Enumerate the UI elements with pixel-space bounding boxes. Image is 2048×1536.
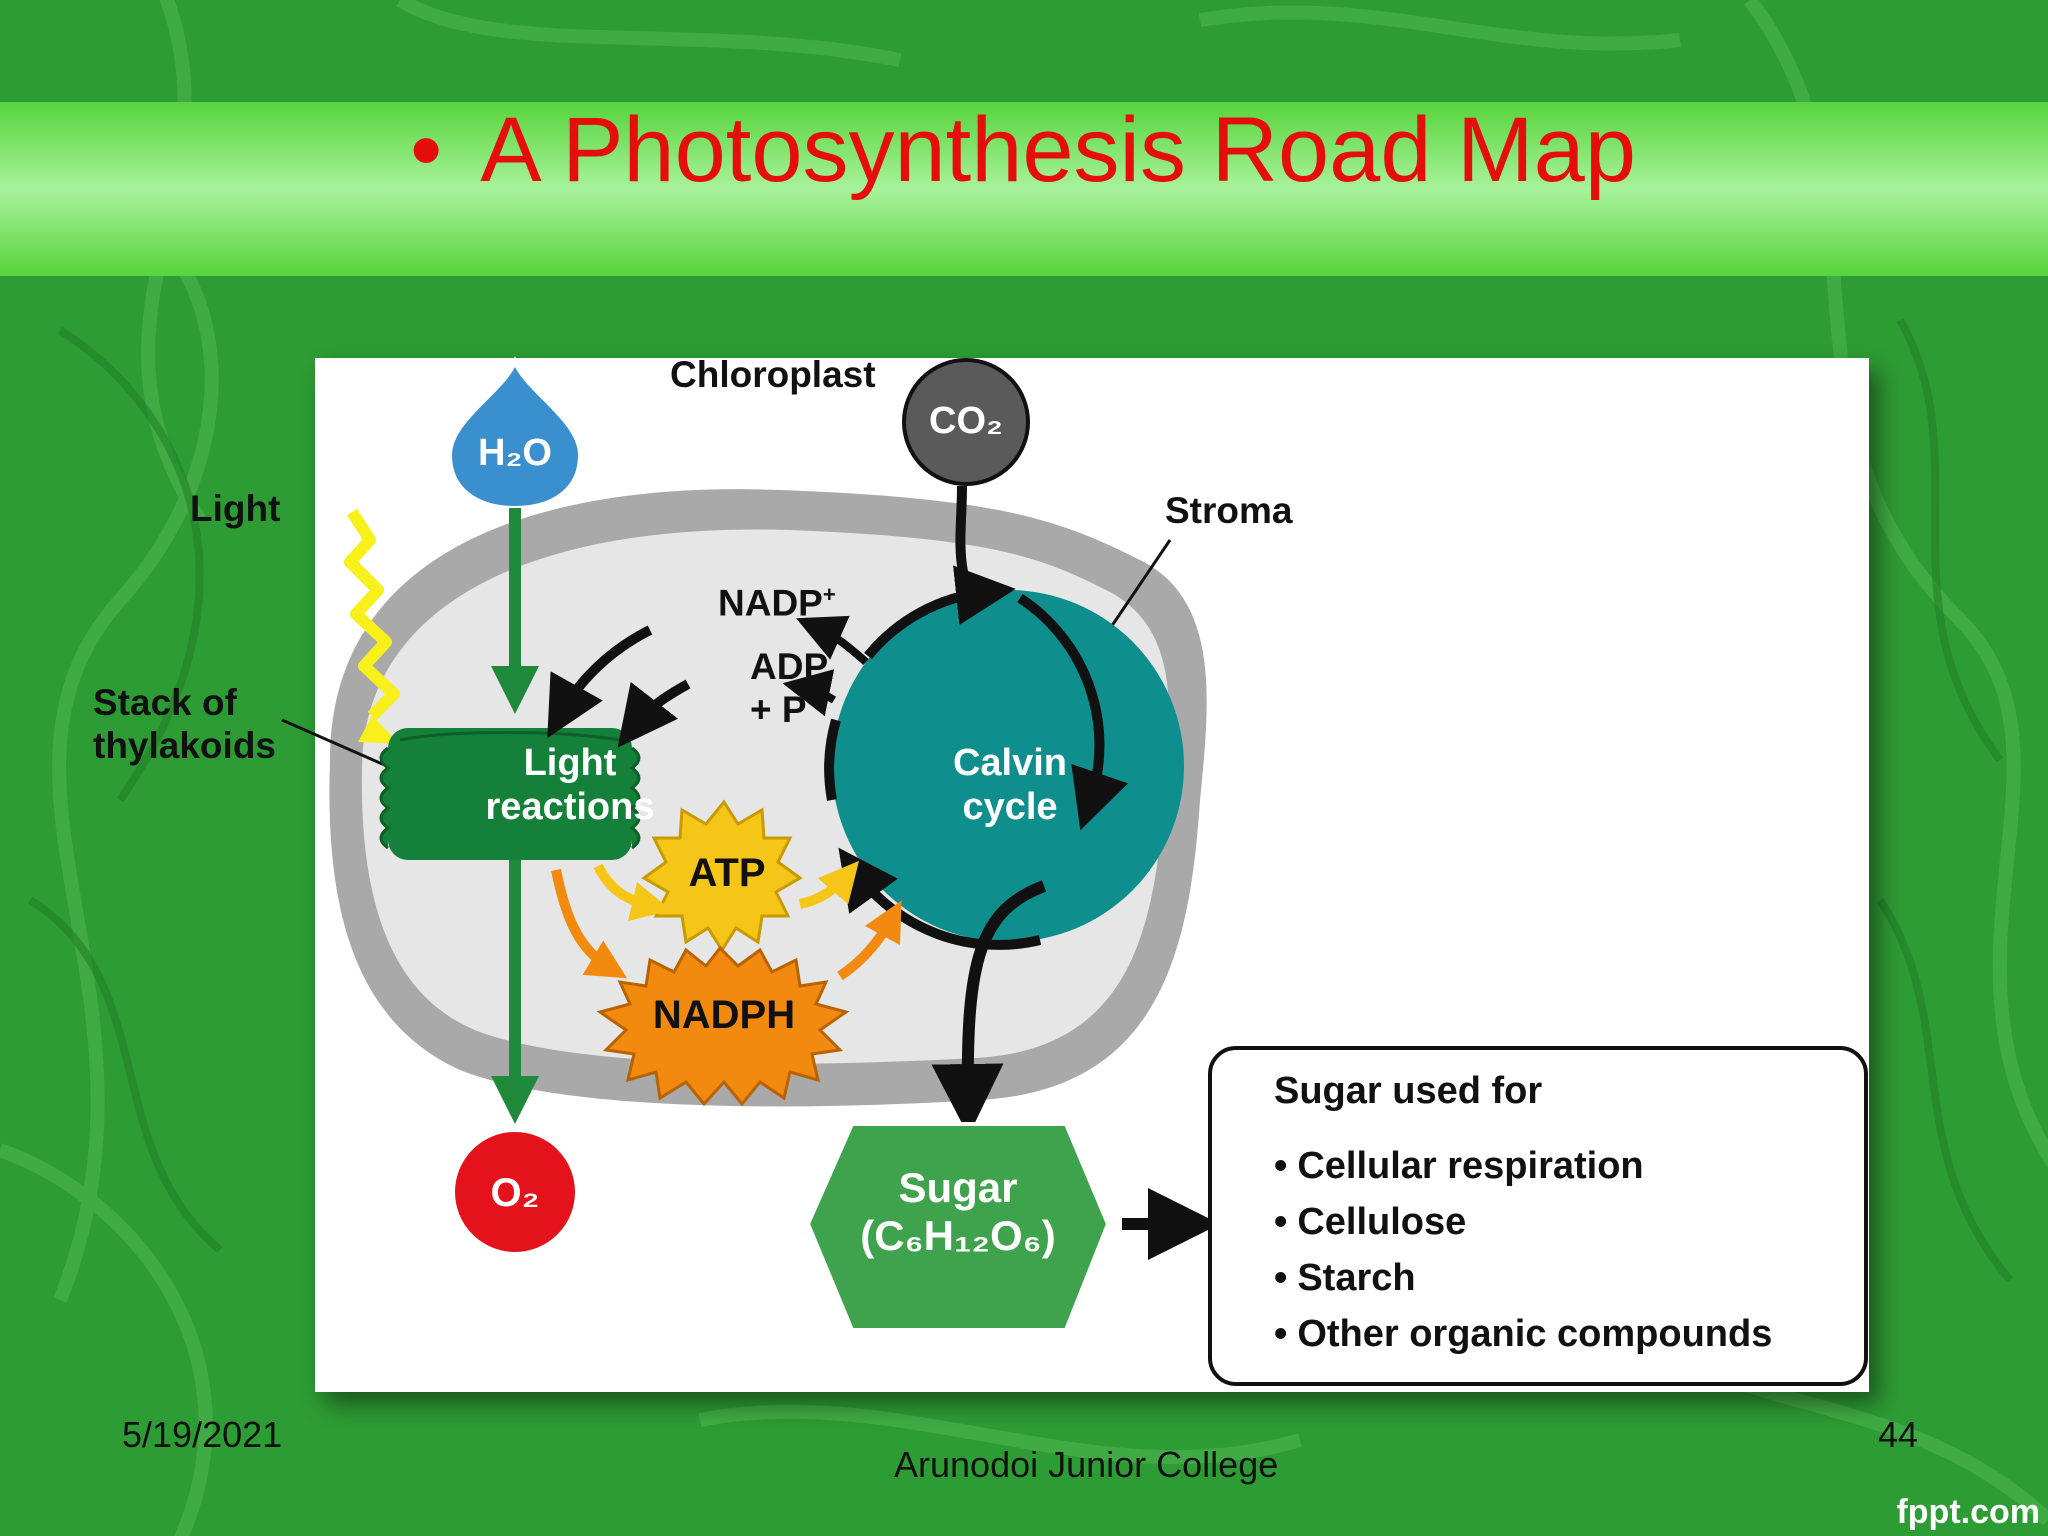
bullet-icon: • [1274, 1201, 1288, 1243]
co2-circle-icon [902, 358, 1030, 486]
stroma-label: Stroma [1165, 490, 1293, 531]
sugar-line2: (C₆H₁₂O₆) [860, 1212, 1056, 1260]
sugar-uses-list: •Cellular respiration •Cellulose •Starch… [1274, 1138, 1772, 1362]
nadph-starburst [596, 945, 850, 1107]
light-reactions-line1: Light [523, 742, 617, 784]
bullet-icon: • [1274, 1257, 1288, 1299]
sugar-hexagon [805, 1122, 1111, 1332]
slide-title: • A Photosynthesis Road Map [410, 99, 1637, 201]
light-label: Light [190, 488, 281, 529]
nadp-label: NADP+ [718, 582, 836, 625]
thylakoid-label: Stack of thylakoids [93, 682, 276, 767]
adp-label-line2: + P [750, 688, 807, 730]
chloroplast-label: Chloroplast [670, 354, 876, 395]
stroma-pointer [1103, 539, 1172, 637]
h2o-label: H₂O [478, 432, 552, 474]
title-bullet: • [410, 99, 443, 201]
title-text: A Photosynthesis Road Map [480, 99, 1637, 201]
slide-date: 5/19/2021 [122, 1414, 283, 1455]
title-band [0, 102, 2048, 276]
thylakoid-label-line2: thylakoids [93, 724, 276, 766]
use-item-text: Cellular respiration [1297, 1145, 1644, 1187]
light-reactions-label: Light reactions [470, 742, 670, 829]
slide-footer: Arunodoi Junior College [894, 1444, 1279, 1485]
thylakoid-stack-icon [379, 728, 641, 860]
adp-label-line1: ADP [750, 646, 829, 687]
list-item: •Starch [1274, 1250, 1772, 1306]
list-item: •Other organic compounds [1274, 1306, 1772, 1362]
sugar-arrow [931, 880, 1047, 1136]
use-item-text: Other organic compounds [1297, 1313, 1773, 1355]
nadp-text: NADP [718, 582, 823, 624]
list-item: •Cellular respiration [1274, 1138, 1772, 1194]
atp-label: ATP [688, 851, 766, 895]
sugar-uses-heading: Sugar used for [1274, 1070, 1543, 1112]
brand-logo: fppt.com [1896, 1493, 2040, 1531]
adp-return-arrow [617, 679, 691, 748]
adp-label: ADP + P [750, 646, 828, 731]
nadp-return-arrow [547, 625, 653, 739]
bullet-icon: • [1274, 1145, 1288, 1187]
light-wave-icon [344, 508, 400, 721]
light-reactions-line2: reactions [485, 785, 655, 828]
sugar-uses-box: Sugar used for •Cellular respiration •Ce… [1208, 1046, 1868, 1386]
calvin-line2: cycle [962, 785, 1058, 828]
use-item-text: Starch [1297, 1257, 1416, 1299]
sugar-label: Sugar (C₆H₁₂O₆) [830, 1164, 1086, 1261]
page-number: 44 [1878, 1414, 1919, 1455]
list-item: •Cellulose [1274, 1194, 1772, 1250]
o2-label: O₂ [490, 1171, 540, 1215]
bullet-icon: • [1274, 1313, 1288, 1355]
o2-circle-icon [451, 1128, 579, 1256]
use-item-text: Cellulose [1297, 1201, 1467, 1243]
calvin-cycle-label: Calvin cycle [910, 742, 1110, 829]
nadph-label: NADPH [652, 993, 796, 1037]
sugar-line1: Sugar [898, 1164, 1018, 1211]
calvin-line1: Calvin [952, 742, 1068, 784]
calvin-cycle-circle [832, 590, 1184, 942]
co2-label: CO₂ [929, 400, 1003, 442]
thylakoid-label-line1: Stack of [93, 682, 237, 723]
nadp-sup: + [822, 582, 836, 607]
